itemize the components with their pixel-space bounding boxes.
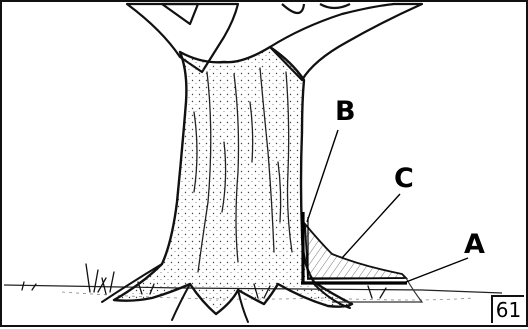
label-b: B: [335, 98, 356, 125]
figure-number: 61: [491, 295, 524, 323]
leader-b: [307, 130, 338, 222]
label-c: C: [394, 165, 414, 192]
root-flare: [305, 224, 406, 279]
leader-a: [406, 258, 468, 282]
leader-c: [342, 194, 400, 258]
label-a: A: [464, 231, 485, 258]
